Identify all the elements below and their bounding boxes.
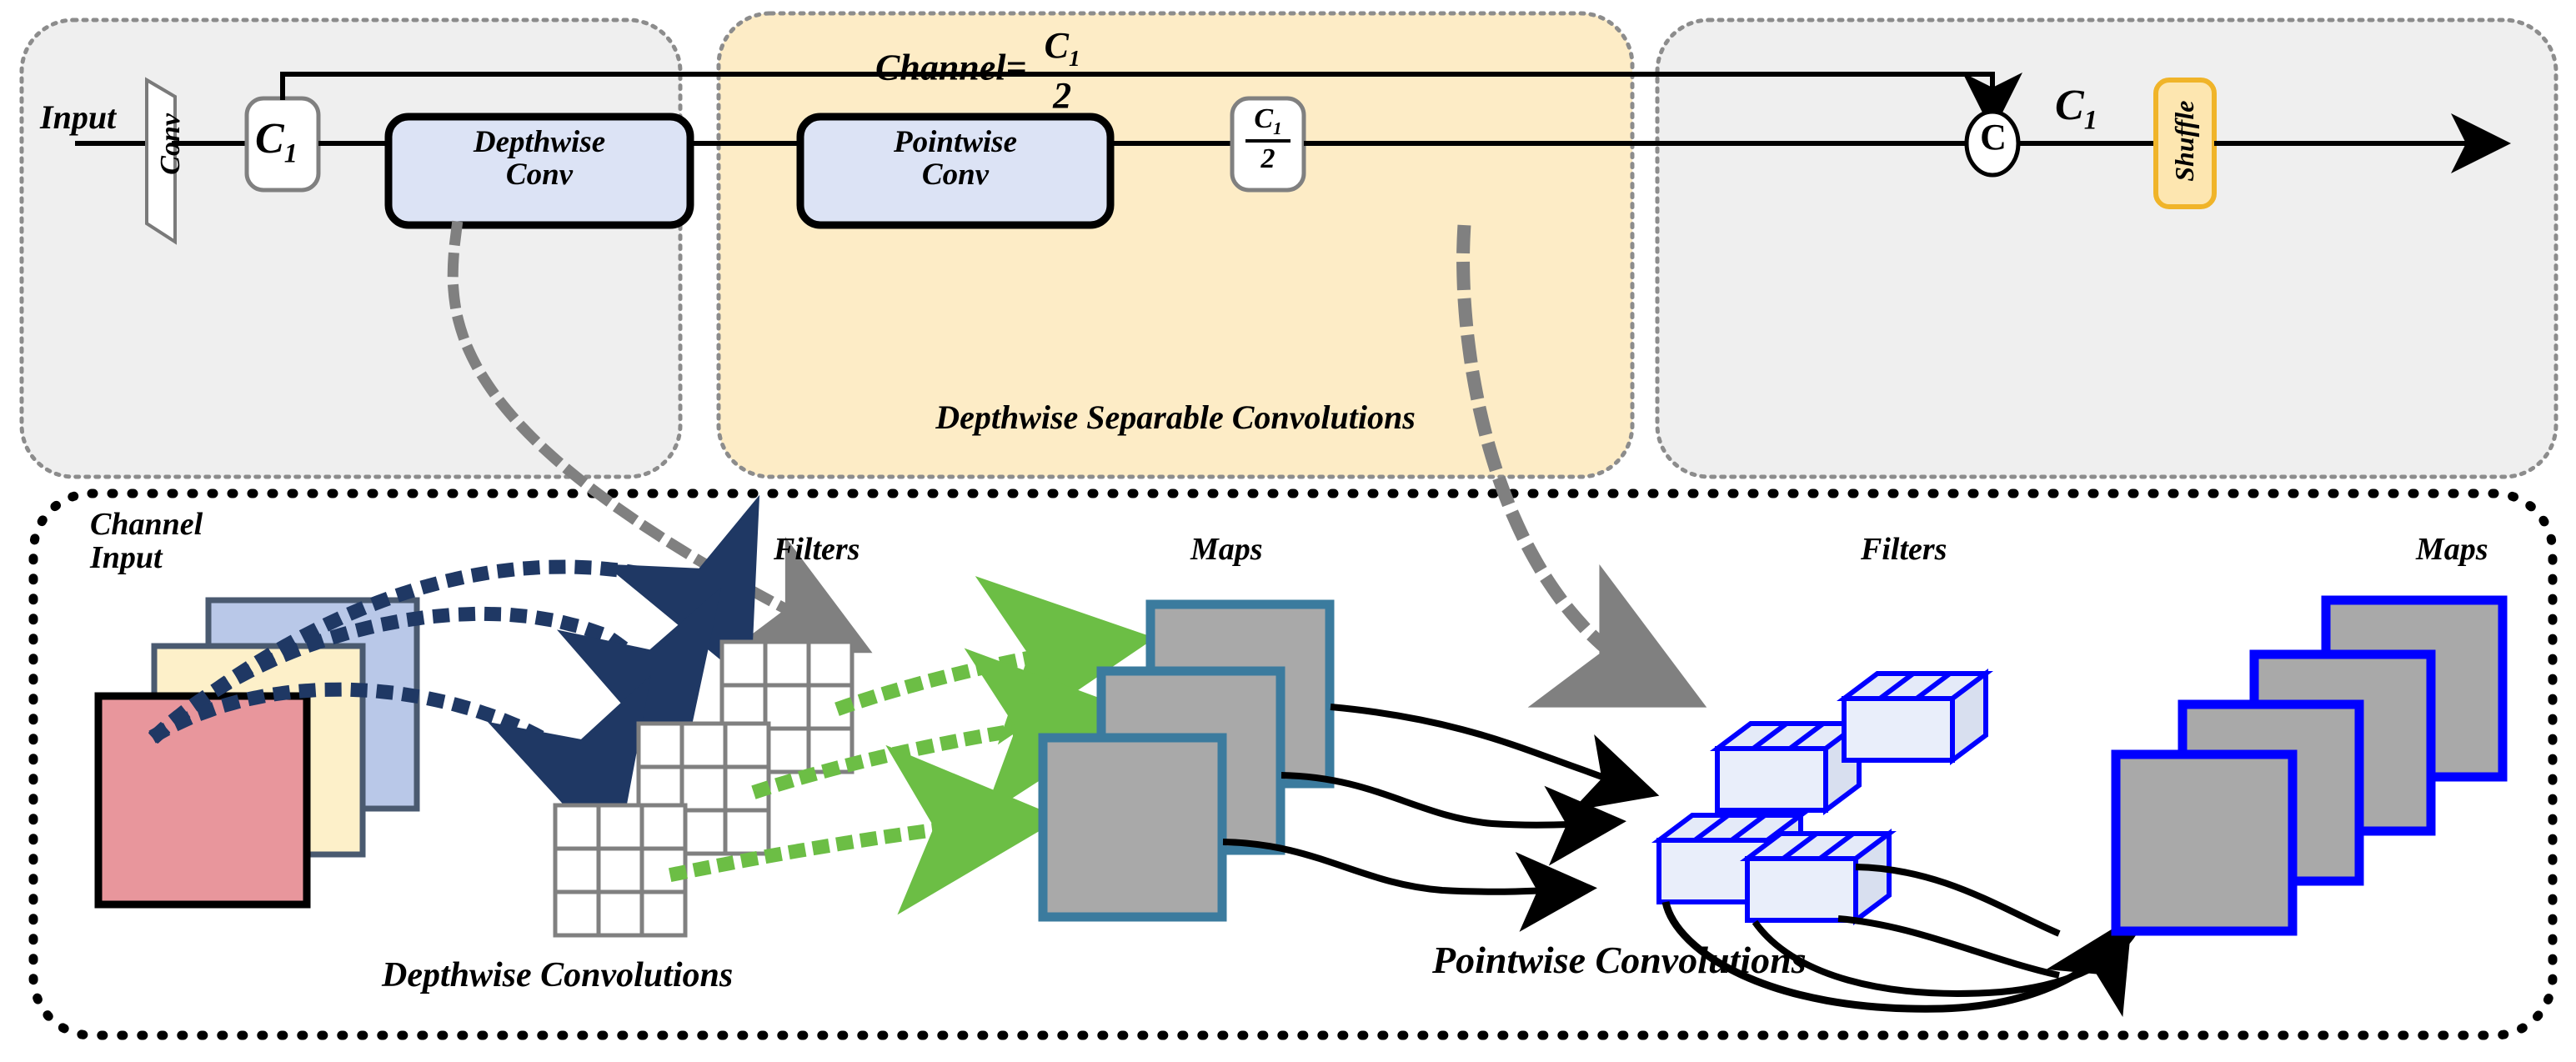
green-arrow-3 [668, 744, 1061, 915]
shuffle-label: Shuffle [2169, 100, 2200, 182]
navy-arrow-2 [148, 587, 722, 774]
maps-label-right: Maps [2416, 532, 2488, 567]
pwfilter-to-map-curve-4 [1752, 919, 2137, 997]
pointwise-filter-cube-3 [1740, 829, 1897, 925]
pointwise-conv-label-line2: Conv [921, 157, 990, 192]
map-to-pwfilter-curve-2 [1280, 772, 1626, 866]
pointwise-conv-label: Pointwise Conv [800, 125, 1110, 192]
pwfilter-to-map-curve-1 [1855, 864, 2061, 937]
concat-output-subscript: 1 [2083, 104, 2097, 135]
channel-equation-numerator: C1 [1035, 26, 1089, 76]
pointwise-filter-cube-4 [1837, 669, 1993, 765]
map-to-pwfilter-curve-3 [1222, 839, 1597, 932]
filters-label-right: Filters [1861, 532, 1947, 567]
concat-output-label: C1 [2055, 83, 2097, 134]
concat-output-letter: C [2055, 82, 2084, 129]
pwfilter-to-map-curve-2 [1837, 915, 2060, 979]
channel-equation: Channel= C1 2 [875, 26, 1089, 117]
panel-concat-shuffle-stage [1655, 18, 2558, 479]
c1-letter: C [255, 115, 284, 163]
conv-label: Conv [155, 113, 187, 175]
pointwise-filter-cube-2 [1710, 719, 1867, 815]
green-arrow-2 [751, 648, 1143, 818]
map-to-pwfilter-curve-1 [1330, 704, 1660, 811]
c1-box-label: C1 [255, 115, 298, 168]
maps-label-left: Maps [1190, 532, 1263, 567]
channel-equation-text: Channel= [875, 47, 1027, 88]
depthwise-conv-label: Depthwise Conv [388, 125, 690, 192]
depthwise-filter-grid-3 [553, 803, 688, 938]
link-pointwise-to-pw-filters [1456, 224, 1707, 708]
pointwise-conv-label-line1: Pointwise [893, 125, 1018, 159]
channel-equation-fraction: C1 2 [1035, 26, 1089, 117]
input-label: Input [40, 98, 117, 136]
half-channel-label: C1 2 [1232, 104, 1304, 174]
channel-input-square-red [94, 692, 311, 909]
channel-input-label: Channel Input [90, 508, 203, 575]
channel-input-label-line1: Channel [90, 507, 203, 542]
panel-input-stage [19, 18, 683, 479]
depthwise-conv-label-line1: Depthwise [473, 125, 606, 159]
skip-connection-line [280, 72, 2022, 133]
dsc-caption: Depthwise Separable Convolutions [935, 398, 1416, 436]
channel-input-label-line2: Input [90, 539, 163, 575]
depthwise-convolutions-caption: Depthwise Convolutions [382, 956, 734, 994]
conv-parallelogram-body [145, 77, 177, 245]
depthwise-conv-box[interactable] [384, 113, 694, 229]
half-channel-fraction: C1 2 [1245, 104, 1291, 174]
concat-symbol-label: C [1980, 117, 2007, 158]
pointwise-map-1 [2111, 749, 2298, 936]
depthwise-conv-label-line2: Conv [505, 157, 574, 192]
depthwise-map-1 [1038, 733, 1227, 922]
pointwise-conv-box[interactable] [796, 113, 1115, 229]
half-channel-numerator: C1 [1245, 104, 1291, 143]
channel-equation-denominator: 2 [1053, 75, 1072, 117]
pointwise-convolutions-caption: Pointwise Convolutions [1432, 939, 1807, 981]
filters-label-left: Filters [774, 532, 860, 567]
navy-arrow-3 [148, 674, 651, 863]
half-channel-denominator: 2 [1260, 143, 1275, 174]
c1-subscript: 1 [283, 138, 298, 168]
